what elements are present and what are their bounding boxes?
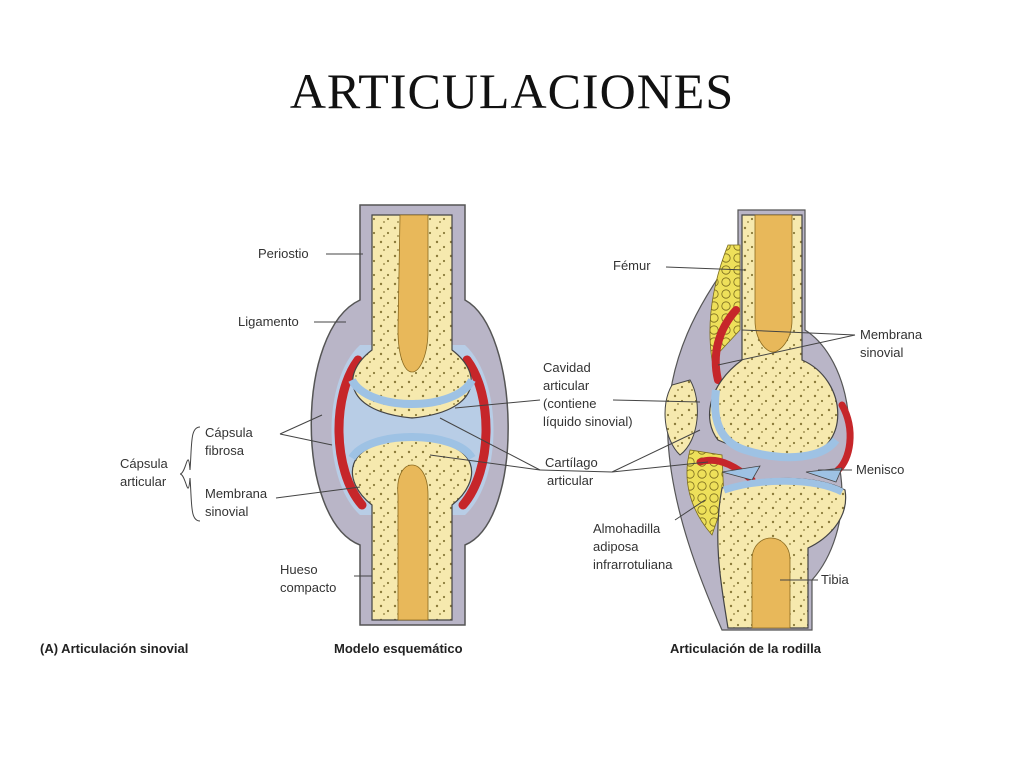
- upper-marrow: [397, 214, 429, 373]
- patella: [664, 379, 698, 456]
- label-ligamento: Ligamento: [238, 314, 299, 329]
- label-hueso-compacto-1: Hueso: [280, 562, 318, 577]
- suprapatellar-fat: [709, 244, 741, 361]
- label-cavidad-3: (contiene: [543, 396, 596, 411]
- label-almohadilla-1: Almohadilla: [593, 521, 661, 536]
- tibia-marrow: [751, 537, 791, 629]
- tibia-cartilage: [722, 477, 844, 496]
- label-menisco: Menisco: [856, 462, 904, 477]
- captions: (A) Articulación sinovial Modelo esquemá…: [40, 641, 822, 656]
- label-membrana-sinovial-left-1: Membrana: [205, 486, 268, 501]
- label-cavidad-2: articular: [543, 378, 590, 393]
- caption-c: Articulación de la rodilla: [670, 641, 822, 656]
- label-almohadilla-3: infrarrotuliana: [593, 557, 673, 572]
- label-periostio: Periostio: [258, 246, 309, 261]
- label-membrana-sinovial-right-1: Membrana: [860, 327, 923, 342]
- label-cavidad-4: líquido sinovial): [543, 414, 633, 429]
- label-hueso-compacto-2: compacto: [280, 580, 336, 595]
- knee-synovial-upper: [711, 306, 740, 384]
- knee-joint: [664, 209, 854, 631]
- label-cartilago-2: articular: [547, 473, 594, 488]
- label-capsula-fibrosa-2: fibrosa: [205, 443, 245, 458]
- labels: Periostio Ligamento Cápsula fibrosa Cáps…: [120, 246, 923, 595]
- meniscus: [721, 465, 761, 481]
- label-femur: Fémur: [613, 258, 651, 273]
- femur-cartilage: [711, 389, 840, 462]
- caption-b: Modelo esquemático: [334, 641, 463, 656]
- caption-a: (A) Articulación sinovial: [40, 641, 188, 656]
- lower-cartilage: [348, 433, 476, 461]
- leader-lines: [179, 253, 856, 581]
- upper-cartilage: [348, 377, 476, 408]
- label-tibia: Tibia: [821, 572, 849, 587]
- page-title: ARTICULACIONES: [289, 63, 735, 119]
- label-capsula-articular-2: articular: [120, 474, 167, 489]
- knee-synovial-right: [834, 401, 854, 474]
- synovial-membrane-right: [458, 355, 491, 510]
- lower-marrow: [397, 464, 429, 621]
- label-cartilago-1: Cartílago: [545, 455, 598, 470]
- label-membrana-sinovial-right-2: sinovial: [860, 345, 903, 360]
- label-capsula-articular-1: Cápsula: [120, 456, 168, 471]
- femur-marrow: [754, 214, 793, 353]
- schematic-joint: [310, 204, 509, 626]
- label-capsula-fibrosa-1: Cápsula: [205, 425, 253, 440]
- synovial-membrane-left: [334, 355, 367, 510]
- label-cavidad-1: Cavidad: [543, 360, 591, 375]
- label-membrana-sinovial-left-2: sinovial: [205, 504, 248, 519]
- label-almohadilla-2: adiposa: [593, 539, 639, 554]
